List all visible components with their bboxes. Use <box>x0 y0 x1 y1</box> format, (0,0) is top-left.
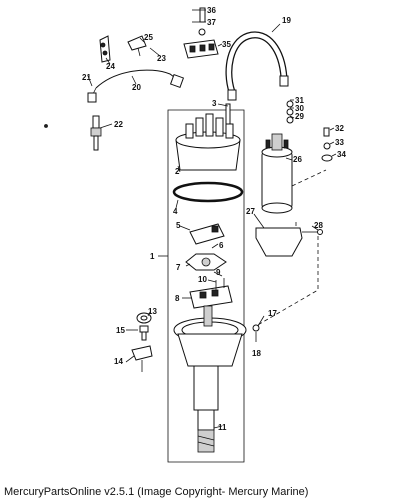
callout-32: 32 <box>335 124 344 133</box>
callout-4: 4 <box>173 207 178 216</box>
callout-5: 5 <box>176 221 181 230</box>
callout-10: 10 <box>198 275 207 284</box>
spark-plug <box>44 115 102 151</box>
callout-19: 19 <box>282 16 291 25</box>
pickup-plate <box>185 253 227 271</box>
callout-13: 13 <box>148 307 157 316</box>
distributor-cap <box>175 103 241 171</box>
callout-7: 7 <box>176 263 181 272</box>
callout-2: 2 <box>175 167 180 176</box>
leader-lines <box>87 9 337 429</box>
callout-9: 9 <box>216 268 221 277</box>
callout-36: 36 <box>207 6 216 15</box>
assembly-frame <box>167 109 245 463</box>
cap-gasket <box>172 181 244 203</box>
callout-11: 11 <box>218 423 227 432</box>
callout-24: 24 <box>106 62 115 71</box>
wire-retainer-small <box>99 35 111 63</box>
callout-34: 34 <box>337 150 346 159</box>
callout-15: 15 <box>116 326 125 335</box>
callout-20: 20 <box>132 83 141 92</box>
coil-nuts <box>286 100 294 124</box>
callout-6: 6 <box>219 241 224 250</box>
callout-18: 18 <box>252 349 261 358</box>
callout-31: 31 <box>295 96 304 105</box>
hold-down-clamp <box>131 345 153 372</box>
exploded-parts-diagram: 1 2 3 4 5 6 7 8 9 10 11 13 14 15 17 18 1… <box>44 6 346 463</box>
callout-27: 27 <box>246 207 255 216</box>
rotor <box>189 223 225 245</box>
callout-8: 8 <box>175 294 180 303</box>
coil-stud-washer <box>321 127 333 162</box>
hold-down-washer <box>136 312 152 324</box>
callout-26: 26 <box>293 155 302 164</box>
callout-25: 25 <box>144 33 153 42</box>
callout-3: 3 <box>212 99 217 108</box>
hold-down-bolt <box>139 325 149 341</box>
callout-17: 17 <box>268 309 277 318</box>
callout-22: 22 <box>114 120 123 129</box>
callout-14: 14 <box>114 357 123 366</box>
callout-35: 35 <box>222 40 231 49</box>
callout-33: 33 <box>335 138 344 147</box>
callout-30: 30 <box>295 104 304 113</box>
callout-37: 37 <box>207 18 216 27</box>
bracket-screw <box>252 324 260 332</box>
plug-wire-set <box>87 69 185 103</box>
ignition-module <box>189 278 233 309</box>
coil-mount-dashed-line <box>255 169 327 327</box>
distributor-housing <box>173 305 247 453</box>
callout-29: 29 <box>295 112 304 121</box>
callout-28: 28 <box>314 221 323 230</box>
coil-high-tension-wire <box>225 31 289 101</box>
callout-23: 23 <box>157 54 166 63</box>
coil-bracket <box>255 227 323 257</box>
ignition-coil <box>261 133 293 214</box>
callout-labels: 1 2 3 4 5 6 7 8 9 10 11 13 14 15 17 18 1… <box>82 6 346 432</box>
callout-21: 21 <box>82 73 91 82</box>
copyright-footer: MercuryPartsOnline v2.5.1 (Image Copyrig… <box>4 486 309 498</box>
wire-separator-set <box>183 7 219 59</box>
callout-1: 1 <box>150 252 155 261</box>
